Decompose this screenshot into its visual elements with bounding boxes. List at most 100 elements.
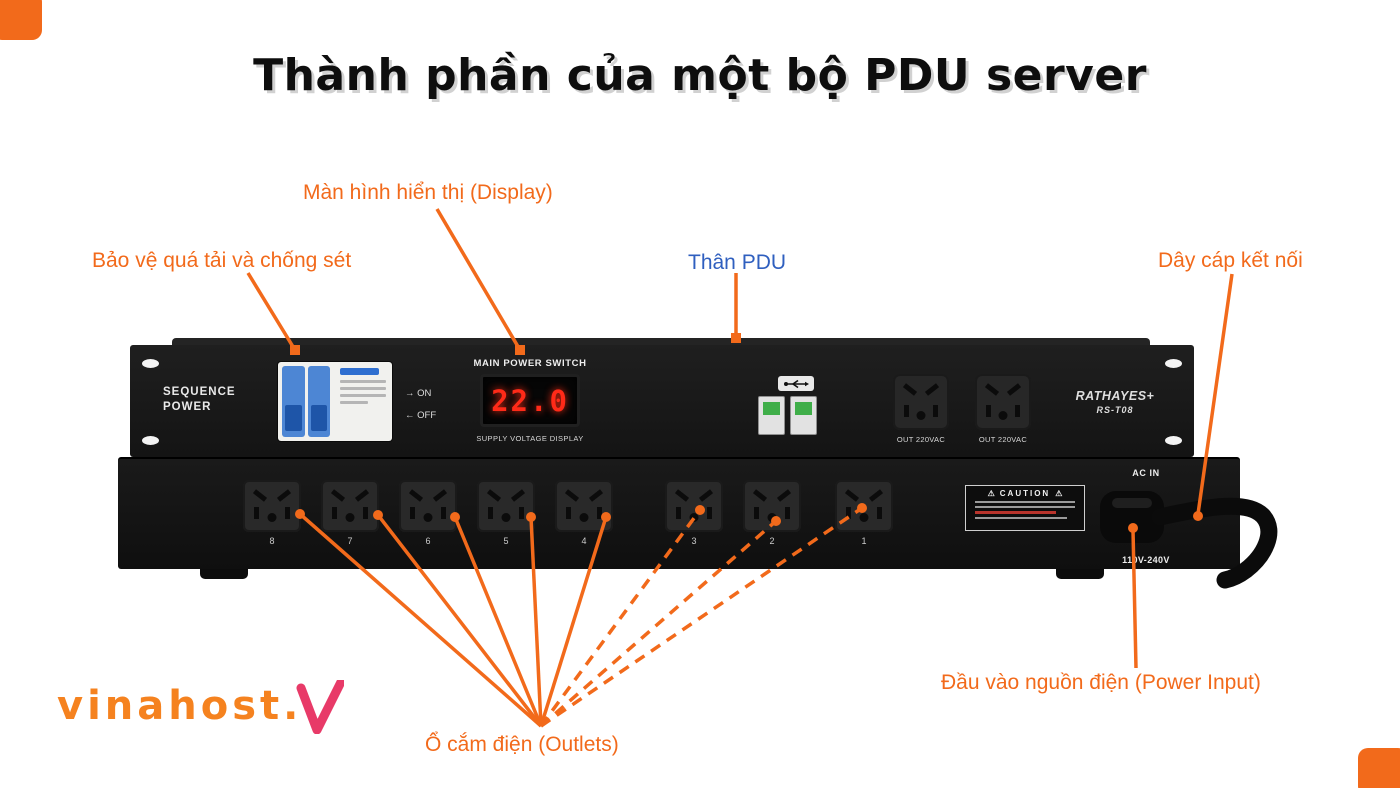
socket-slot bbox=[924, 383, 940, 396]
screw-hole bbox=[142, 359, 159, 368]
socket-slot bbox=[984, 383, 1000, 396]
outlet-number: 1 bbox=[861, 536, 867, 546]
socket-slot bbox=[564, 489, 580, 502]
outlet-220vac bbox=[975, 374, 1031, 430]
socket-slot bbox=[754, 507, 759, 519]
socket-slot bbox=[432, 489, 448, 502]
label-cable: Dây cáp kết nối bbox=[1158, 249, 1303, 272]
caution-title: CAUTION bbox=[999, 489, 1051, 498]
outlet-number: 4 bbox=[581, 536, 587, 546]
socket-slot bbox=[698, 489, 714, 502]
socket-slot bbox=[488, 507, 493, 519]
breaker-brand-mark bbox=[340, 368, 380, 375]
usb-icon bbox=[778, 376, 814, 391]
breaker-switch bbox=[282, 366, 305, 437]
socket-slot bbox=[597, 507, 602, 519]
socket-slot bbox=[904, 405, 909, 417]
supply-voltage-display-label: SUPPLY VOLTAGE DISPLAY bbox=[476, 434, 584, 443]
device-foot bbox=[200, 569, 248, 579]
label-outlets: Ổ cắm điện (Outlets) bbox=[425, 733, 619, 756]
caution-warning-line bbox=[975, 511, 1056, 514]
outlet-number: 5 bbox=[503, 536, 509, 546]
voltage-display-value: 22.0 bbox=[491, 383, 569, 418]
outlet-220vac bbox=[893, 374, 949, 430]
socket-slot bbox=[332, 507, 337, 519]
socket-slot bbox=[588, 489, 604, 502]
ac-in-label: AC IN bbox=[1132, 468, 1160, 478]
label-power-input: Đầu vào nguồn điện (Power Input) bbox=[941, 671, 1261, 694]
socket-slot bbox=[877, 507, 882, 519]
socket-slot bbox=[410, 507, 415, 519]
voltage-display: 22.0 bbox=[480, 374, 580, 427]
breaker-fine-print bbox=[340, 387, 386, 390]
breaker-switch bbox=[307, 366, 330, 437]
socket-slot bbox=[846, 507, 851, 519]
socket-hole bbox=[579, 513, 589, 522]
page-title: Thành phần của một bộ PDU server bbox=[253, 50, 1147, 101]
socket-slot bbox=[566, 507, 571, 519]
screw-hole bbox=[1165, 436, 1182, 445]
corner-accent-bottom-right bbox=[1358, 748, 1400, 788]
breaker-off-label: ← OFF bbox=[405, 409, 437, 421]
sequence-power-label: SEQUENCE POWER bbox=[163, 386, 236, 413]
outlet-number: 3 bbox=[691, 536, 697, 546]
brand-label: RATHAYES+ RS-T08 bbox=[1060, 389, 1170, 415]
vinahost-logo: vinahost. bbox=[57, 680, 345, 734]
socket-slot bbox=[933, 405, 938, 417]
socket-slot bbox=[441, 507, 446, 519]
socket-slot bbox=[707, 507, 712, 519]
breaker-on-off-labels: → ON ← OFF bbox=[405, 383, 436, 427]
socket-hole bbox=[859, 513, 869, 522]
socket-hole bbox=[501, 513, 511, 522]
usb-trident-icon bbox=[784, 379, 809, 388]
socket-slot bbox=[1015, 405, 1020, 417]
socket-hole bbox=[998, 411, 1008, 420]
socket-slot bbox=[785, 507, 790, 519]
socket-slot bbox=[844, 489, 860, 502]
usb-port bbox=[758, 396, 785, 435]
outlet-number: 7 bbox=[347, 536, 353, 546]
usb-ports bbox=[758, 396, 817, 435]
label-display: Màn hình hiển thị (Display) bbox=[303, 181, 553, 204]
caution-label: ⚠ CAUTION ⚠ bbox=[965, 485, 1085, 531]
socket-slot bbox=[676, 507, 681, 519]
pdu-top-unit: SEQUENCE POWER → ON ← OFF MAIN POWER SWI… bbox=[130, 345, 1194, 457]
socket-slot bbox=[1006, 383, 1022, 396]
socket-slot bbox=[330, 489, 346, 502]
socket-slot bbox=[285, 507, 290, 519]
socket-slot bbox=[986, 405, 991, 417]
socket-hole bbox=[345, 513, 355, 522]
socket-slot bbox=[868, 489, 884, 502]
breaker-fine-print bbox=[340, 401, 368, 404]
outlet bbox=[665, 480, 723, 532]
brand-name: RATHAYES+ bbox=[1075, 389, 1155, 403]
pdu-bottom-unit: 8 7 6 5 4 3 2 1 ⚠ CAUTION ⚠ AC IN 110V-2… bbox=[118, 457, 1240, 569]
out-220vac-label: OUT 220VAC bbox=[896, 435, 946, 444]
socket-slot bbox=[252, 489, 268, 502]
socket-slot bbox=[276, 489, 292, 502]
outlet bbox=[243, 480, 301, 532]
breaker-fine-print bbox=[340, 394, 386, 397]
caution-fine-print bbox=[975, 517, 1067, 519]
pdu-top-edge bbox=[172, 338, 1150, 347]
socket-slot bbox=[408, 489, 424, 502]
warning-triangle-icon: ⚠ bbox=[987, 489, 995, 498]
usb-port bbox=[790, 396, 817, 435]
socket-hole bbox=[916, 411, 926, 420]
socket-hole bbox=[267, 513, 277, 522]
model-number: RS-T08 bbox=[1096, 405, 1134, 415]
socket-slot bbox=[254, 507, 259, 519]
label-pdu-body: Thân PDU bbox=[688, 251, 787, 274]
circuit-breaker bbox=[278, 362, 392, 441]
socket-slot bbox=[510, 489, 526, 502]
socket-slot bbox=[752, 489, 768, 502]
device-foot bbox=[1056, 569, 1104, 579]
main-power-switch-label: MAIN POWER SWITCH bbox=[473, 358, 587, 369]
socket-slot bbox=[363, 507, 368, 519]
breaker-switches bbox=[278, 362, 334, 441]
caution-fine-print bbox=[975, 501, 1075, 503]
voltage-range-label: 110V-240V bbox=[1122, 555, 1170, 565]
breaker-label bbox=[334, 362, 392, 441]
screw-hole bbox=[142, 436, 159, 445]
